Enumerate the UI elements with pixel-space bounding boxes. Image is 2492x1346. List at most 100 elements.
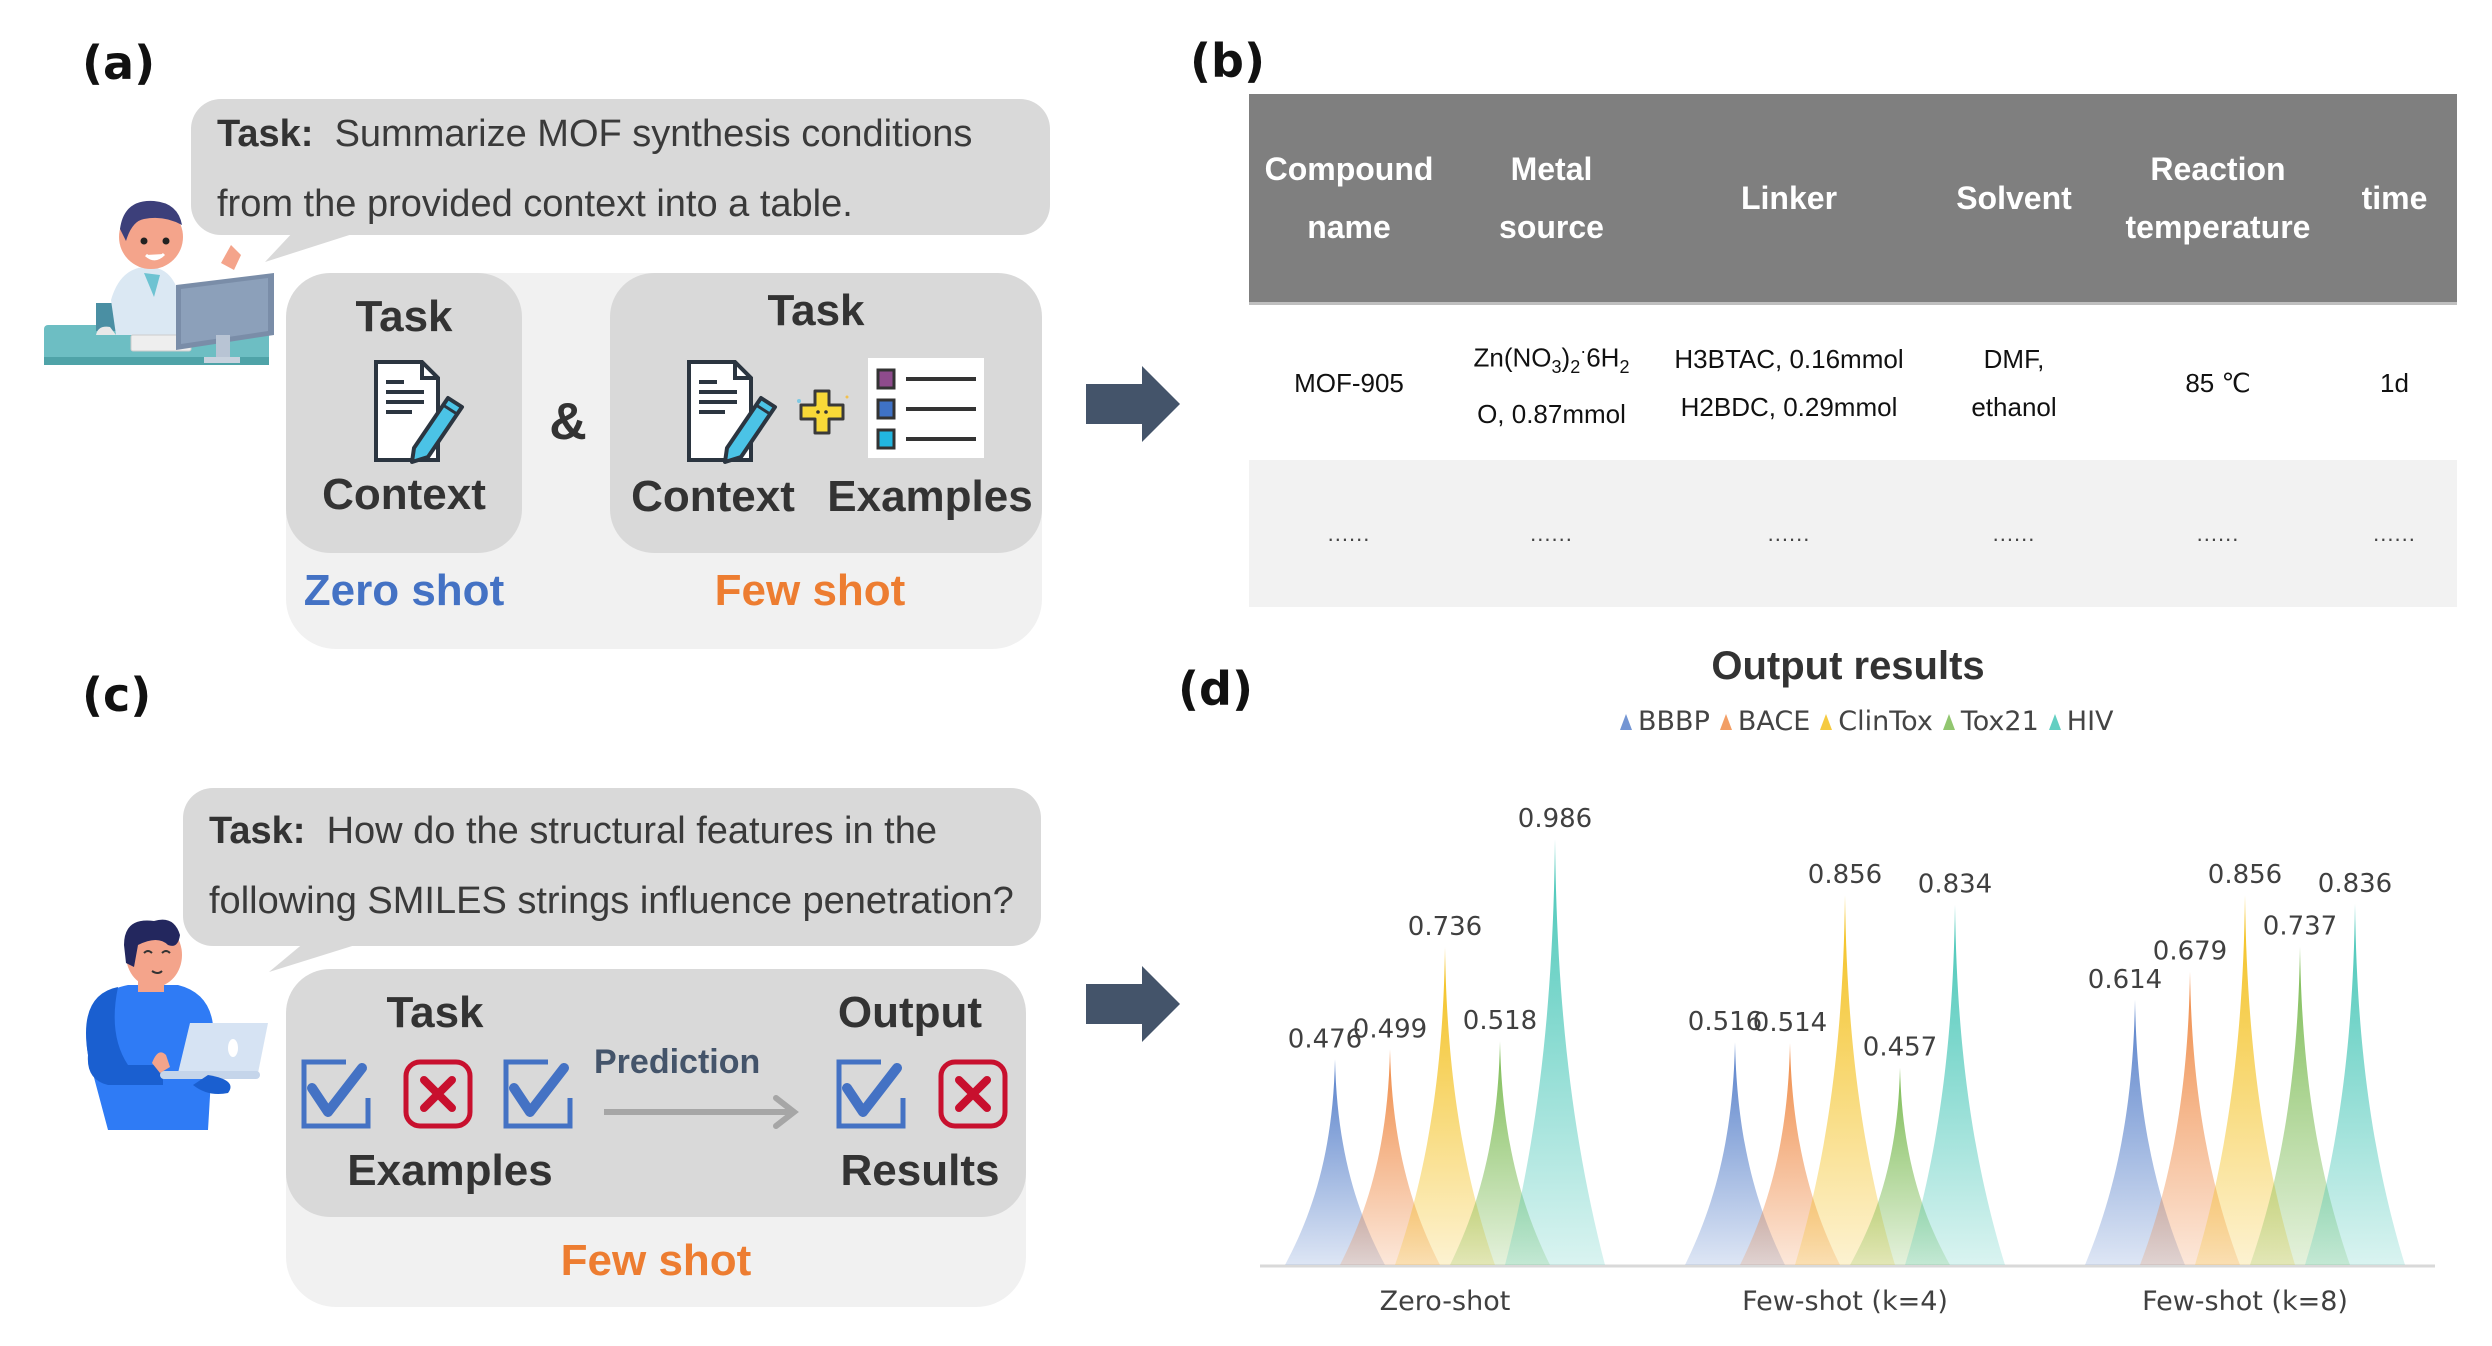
task-text-line1: Summarize MOF synthesis conditions bbox=[334, 113, 973, 155]
legend-item-hiv: HIV bbox=[2048, 706, 2114, 737]
category-label: Zero-shot bbox=[1380, 1286, 1511, 1317]
spike-clintox-2 bbox=[2195, 895, 2295, 1265]
checkbox-checked-icon bbox=[836, 1059, 906, 1129]
cell-time: 1d bbox=[2332, 303, 2457, 460]
task-bubble-a: Task: Summarize MOF synthesis conditions… bbox=[191, 99, 1050, 235]
legend-label: Tox21 bbox=[1960, 706, 2039, 737]
data-label-bace-0: 0.499 bbox=[1353, 1014, 1427, 1044]
panel-label-d: (d) bbox=[1178, 662, 1253, 716]
cell-metal-source: ...... bbox=[1449, 460, 1654, 607]
examples-label: Examples bbox=[347, 1146, 553, 1195]
cell-temperature: ...... bbox=[2104, 460, 2332, 607]
chart-title: Output results bbox=[1711, 644, 1985, 688]
output-title: Output bbox=[837, 988, 983, 1037]
cell-time: ...... bbox=[2332, 460, 2457, 607]
spike-bbbp-0 bbox=[1285, 1059, 1385, 1265]
category-label: Few-shot (k=8) bbox=[2142, 1286, 2348, 1317]
spike-tox21-2 bbox=[2250, 946, 2350, 1265]
results-label: Results bbox=[840, 1146, 1000, 1195]
chart-legend: BBBP BACE ClinTox Tox21 HIV bbox=[1620, 706, 2180, 737]
data-label-hiv-0: 0.986 bbox=[1518, 804, 1592, 834]
legend-label: HIV bbox=[2066, 706, 2114, 737]
panel-label-a: (a) bbox=[82, 36, 156, 90]
data-label-bbbp-0: 0.476 bbox=[1288, 1024, 1362, 1054]
header-time: time bbox=[2332, 94, 2457, 305]
checklist-icon bbox=[868, 358, 984, 458]
checkbox-cross-icon bbox=[938, 1059, 1008, 1129]
category-label: Few-shot (k=4) bbox=[1742, 1286, 1948, 1317]
cell-solvent: DMF,ethanol bbox=[1924, 303, 2104, 460]
plus-icon bbox=[797, 389, 849, 435]
panel-label-c: (c) bbox=[82, 668, 152, 722]
checkbox-cross-icon bbox=[403, 1059, 473, 1129]
legend-swatch bbox=[1620, 713, 1632, 730]
cell-temperature: 85 ℃ bbox=[2104, 303, 2332, 460]
few-shot-examples-label: Examples bbox=[827, 472, 1033, 521]
spike-hiv-0 bbox=[1505, 839, 1605, 1265]
few-shot-caption: Few shot bbox=[714, 566, 906, 615]
arrow-right-icon bbox=[1086, 366, 1180, 442]
header-solvent: Solvent bbox=[1924, 94, 2104, 305]
spike-bbbp-1 bbox=[1685, 1042, 1785, 1265]
data-label-tox21-1: 0.457 bbox=[1863, 1033, 1937, 1063]
checkbox-checked-icon bbox=[503, 1059, 573, 1129]
legend-label: BACE bbox=[1737, 706, 1811, 737]
data-label-hiv-1: 0.834 bbox=[1918, 870, 1992, 900]
ampersand: & bbox=[549, 393, 587, 451]
task-prefix: Task: bbox=[209, 810, 306, 852]
legend-item-clintox: ClinTox bbox=[1820, 706, 1933, 737]
task-title: Task bbox=[386, 988, 484, 1037]
document-pencil-icon bbox=[374, 360, 464, 464]
data-label-clintox-0: 0.736 bbox=[1408, 912, 1482, 942]
task-output-box bbox=[286, 969, 1026, 1217]
data-label-hiv-2: 0.836 bbox=[2318, 869, 2392, 899]
few-shot-caption: Few shot bbox=[560, 1236, 752, 1285]
data-label-tox21-0: 0.518 bbox=[1463, 1006, 1537, 1036]
legend-label: ClinTox bbox=[1838, 706, 1933, 737]
bubble-tail bbox=[265, 230, 365, 262]
legend-label: BBBP bbox=[1638, 706, 1710, 737]
zero-shot-context-label: Context bbox=[322, 470, 486, 519]
task-prefix: Task: bbox=[217, 113, 314, 155]
data-label-bbbp-2: 0.614 bbox=[2088, 965, 2162, 995]
person-with-laptop-icon bbox=[86, 919, 268, 1130]
spike-clintox-1 bbox=[1795, 895, 1895, 1265]
legend-swatch bbox=[1719, 713, 1732, 730]
cell-compound: ...... bbox=[1249, 460, 1449, 607]
prediction-label: Prediction bbox=[594, 1043, 761, 1081]
zero-shot-caption: Zero shot bbox=[303, 566, 505, 615]
data-label-bbbp-1: 0.516 bbox=[1688, 1007, 1762, 1037]
data-label-tox21-2: 0.737 bbox=[2263, 912, 2337, 942]
task-text-line2: from the provided context into a table. bbox=[217, 183, 853, 225]
data-label-clintox-2: 0.856 bbox=[2208, 860, 2282, 890]
arrow-right-icon bbox=[604, 1095, 799, 1129]
legend-item-bace: BACE bbox=[1719, 706, 1811, 737]
arrow-right-icon bbox=[1086, 966, 1180, 1042]
task-text-line2: following SMILES strings influence penet… bbox=[209, 880, 1014, 922]
header-linker: Linker bbox=[1654, 94, 1924, 305]
bubble-tail bbox=[269, 942, 365, 972]
task-text-line1: How do the structural features in the bbox=[326, 810, 938, 852]
data-label-clintox-1: 0.856 bbox=[1808, 860, 1882, 890]
table-row: ...... ...... ...... ...... ...... .....… bbox=[1249, 460, 2457, 607]
cell-compound: MOF-905 bbox=[1249, 303, 1449, 460]
zero-shot-task-title: Task bbox=[355, 292, 453, 341]
panel-label-b: (b) bbox=[1190, 34, 1265, 88]
cell-solvent: ...... bbox=[1924, 460, 2104, 607]
legend-item-tox21: Tox21 bbox=[1942, 706, 2039, 737]
legend-swatch bbox=[1942, 713, 1955, 730]
spike-hiv-1 bbox=[1905, 904, 2005, 1265]
data-label-bace-2: 0.679 bbox=[2153, 937, 2227, 967]
legend-item-bbbp: BBBP bbox=[1620, 706, 1710, 737]
checkbox-checked-icon bbox=[301, 1059, 371, 1129]
legend-swatch bbox=[2048, 713, 2061, 730]
spike-hiv-2 bbox=[2305, 903, 2405, 1265]
